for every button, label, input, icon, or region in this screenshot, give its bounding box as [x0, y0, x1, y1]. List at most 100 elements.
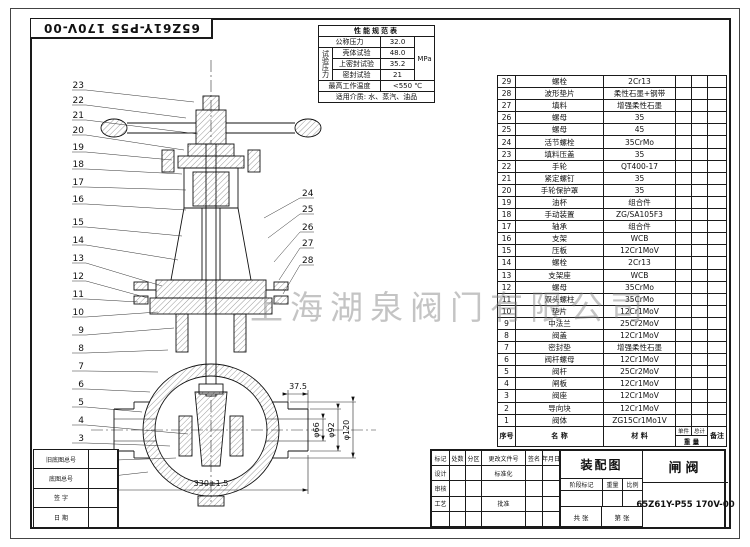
spec-temp-label: 最高工作温度 — [318, 80, 381, 92]
sign-cell — [543, 481, 560, 497]
bonnet-flange — [133, 279, 289, 315]
part-balloon: 20 — [73, 126, 85, 136]
part-number-cell: 8 — [497, 328, 516, 343]
rev-col-label: 分区 — [466, 451, 482, 467]
part-name-cell: 手动装置 — [515, 208, 604, 222]
part-balloon: 12 — [73, 272, 84, 282]
part-total-weight-cell — [691, 328, 708, 343]
part-number-cell: 11 — [497, 292, 516, 306]
part-balloon: 26 — [302, 223, 314, 233]
parts-row: 1 阀体 ZG15Cr1Mo1V — [497, 413, 727, 427]
part-material-cell: 2Cr13 — [603, 74, 676, 89]
part-material-cell: 35CrMo — [603, 135, 676, 149]
spec-medium-value: 水、蒸汽、油品 — [368, 93, 418, 101]
part-balloon: 7 — [78, 362, 84, 372]
part-note-cell — [707, 377, 727, 391]
title-block-right: 闸阀 65Z61Y-P55 170V-00 — [636, 451, 735, 527]
part-total-weight-cell — [691, 292, 708, 306]
part-number-cell: 10 — [497, 304, 516, 318]
aux-label: 签 字 — [34, 488, 89, 509]
part-note-cell — [707, 171, 727, 185]
part-material-cell: 25Cr2MoV — [603, 316, 676, 330]
part-total-weight-cell — [691, 389, 708, 403]
part-name-cell: 填料压盖 — [515, 147, 604, 161]
spec-test-group: 试验压力 — [318, 47, 333, 81]
parts-row: 18 手动装置 ZG/SA105F3 — [497, 208, 727, 222]
part-unit-weight-cell — [675, 377, 692, 391]
part-total-weight-cell — [691, 195, 708, 210]
product-name: 闸阀 — [643, 451, 728, 483]
part-note-cell — [707, 111, 727, 125]
dim-length: 330±1.5 — [194, 479, 229, 488]
parts-header-row: 序号 名 称 材 料 单件 总计 重 量 备注 — [497, 425, 727, 448]
part-name-cell: 中法兰 — [515, 316, 604, 330]
parts-row: 2 导向块 12Cr1MoV — [497, 401, 727, 415]
part-note-cell — [707, 413, 727, 427]
part-name-cell: 垫片 — [515, 304, 604, 318]
part-total-weight-cell — [691, 280, 708, 294]
spec-table: 性能规范表 公称压力 32.0 MPa 试验压力 壳体试验 48.0 上密封试验… — [318, 25, 435, 103]
rev-col-label: 签名 — [526, 451, 543, 467]
part-material-cell: 25Cr2MoV — [603, 365, 676, 379]
part-balloon: 27 — [302, 239, 313, 249]
part-total-weight-cell — [691, 377, 708, 391]
part-balloon: 15 — [73, 218, 84, 228]
part-material-cell: WCB — [603, 232, 676, 246]
part-number-cell: 7 — [497, 341, 516, 355]
part-unit-weight-cell — [675, 268, 692, 282]
corner-drawing-number: 65Z61Y-P55 170V-00 — [31, 19, 213, 39]
parts-row: 25 螺母 45 — [497, 123, 727, 137]
part-number-cell: 2 — [497, 401, 516, 415]
part-material-cell: 2Cr13 — [603, 256, 676, 270]
part-balloon: 11 — [73, 290, 84, 300]
sign-cell — [543, 496, 560, 512]
part-number-cell: 24 — [497, 135, 516, 149]
parts-row: 9 中法兰 25Cr2MoV — [497, 316, 727, 330]
part-balloon: 21 — [73, 111, 84, 121]
sign-label: 工艺 — [432, 496, 450, 512]
part-unit-weight-cell — [675, 244, 692, 258]
part-unit-weight-cell — [675, 74, 692, 89]
part-unit-weight-cell — [675, 353, 692, 367]
part-number-cell: 22 — [497, 159, 516, 173]
part-unit-weight-cell — [675, 341, 692, 355]
bottom-boss — [197, 495, 225, 507]
part-name-cell: 闸板 — [515, 377, 604, 391]
part-balloon: 16 — [73, 195, 85, 205]
parts-row: 11 双头螺柱 35CrMo — [497, 292, 727, 306]
bonnet-neck-wall — [175, 313, 189, 353]
part-unit-weight-cell — [675, 401, 692, 415]
dim-outer-diameter: φ120 — [342, 420, 351, 441]
part-total-weight-cell — [691, 147, 708, 161]
part-note-cell — [707, 292, 727, 306]
part-name-cell: 支架 — [515, 232, 604, 246]
part-name-cell: 螺母 — [515, 123, 604, 137]
part-name-cell: 阀体 — [515, 413, 604, 427]
part-balloons-right: 24 25 26 27 28 — [263, 189, 314, 295]
part-material-cell: 12Cr1MoV — [603, 389, 676, 403]
part-material-cell: 35 — [603, 171, 676, 185]
parts-row: 20 手轮保护罩 35 — [497, 183, 727, 197]
part-total-weight-cell — [691, 365, 708, 379]
part-number-cell: 4 — [497, 377, 516, 391]
part-material-cell: 12Cr1MoV — [603, 377, 676, 391]
dim-bore-diameter: φ66 — [312, 422, 321, 437]
part-unit-weight-cell — [675, 220, 692, 234]
part-material-cell: 12Cr1MoV — [603, 304, 676, 318]
part-number-cell: 21 — [497, 171, 516, 185]
part-name-cell: 手轮保护罩 — [515, 183, 604, 197]
part-number-cell: 23 — [497, 147, 516, 161]
gland-assembly — [161, 149, 261, 209]
spec-test-label: 上密封试验 — [332, 58, 381, 70]
part-unit-weight-cell — [675, 111, 692, 125]
aux-block: 旧底图总号 底图总号 签 字 日 期 — [33, 449, 119, 529]
sign-cell — [526, 496, 543, 512]
part-name-cell: 填料 — [515, 99, 604, 113]
part-number-cell: 25 — [497, 123, 516, 137]
part-note-cell — [707, 147, 727, 161]
spec-nominal-value: 32.0 — [380, 36, 415, 48]
parts-row: 19 油杯 组合件 — [497, 195, 727, 210]
part-total-weight-cell — [691, 353, 708, 367]
part-unit-weight-cell — [675, 183, 692, 197]
part-total-weight-cell — [691, 135, 708, 149]
